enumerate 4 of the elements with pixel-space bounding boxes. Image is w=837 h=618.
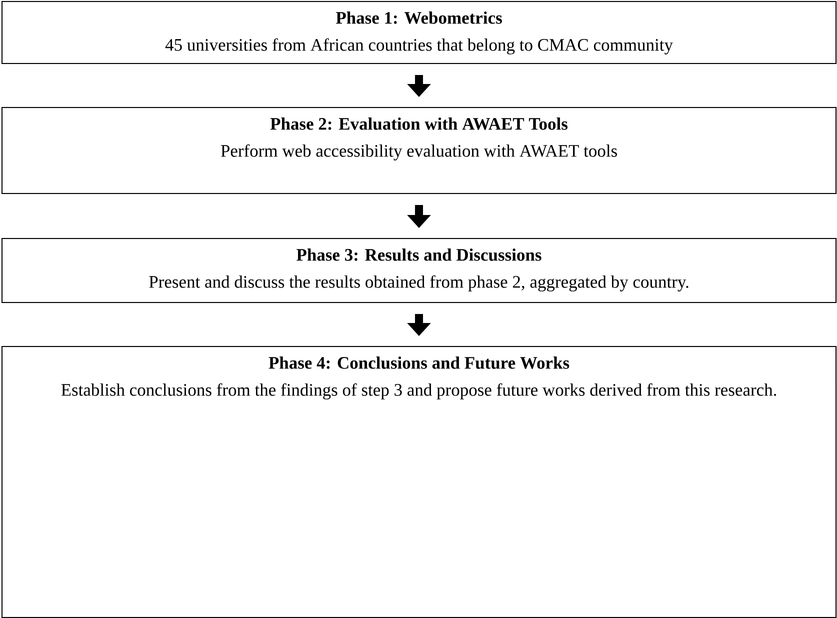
process-box: Phase 2: Evaluation with AWAET Tools Perform web accessibility evaluation with AWAET tools bbox=[2, 107, 836, 194]
process-box: Phase 1: Webometrics 45 universities from African countries that belong to CMAC community bbox=[2, 1, 836, 64]
process-box: Phase 3: Results and Discussions Present and discuss the results obtained from phase 2, aggregated by country. bbox=[2, 238, 836, 303]
process-box: Phase 4: Conclusions and Future Works Establish conclusions from the findings of step 3 and propose future works derived from this research. bbox=[2, 346, 836, 618]
